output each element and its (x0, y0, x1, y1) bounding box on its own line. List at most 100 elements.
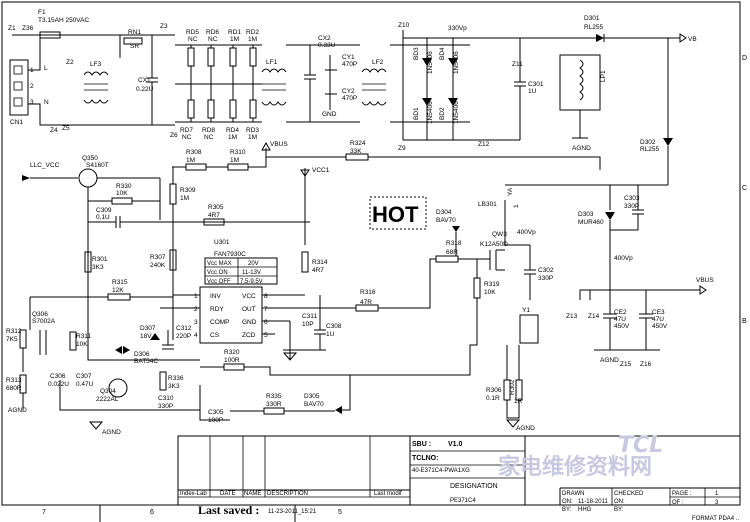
svg-text:D307: D307 (140, 325, 156, 332)
svg-text:R315: R315 (112, 279, 128, 286)
resistor-bank-rd: RD5 NC RD6 NC RD1 1M RD2 1M RD7 NC RD8 N… (175, 29, 262, 141)
svg-text:Z3: Z3 (160, 23, 168, 30)
svg-text:4R7: 4R7 (208, 212, 220, 219)
svg-text:10K: 10K (484, 289, 496, 296)
svg-text:R320: R320 (224, 349, 240, 356)
svg-text:0.22U: 0.22U (136, 86, 154, 93)
svg-text:C310: C310 (158, 395, 174, 402)
svg-text:R319: R319 (484, 281, 500, 288)
svg-text:RD1: RD1 (228, 29, 241, 36)
svg-text:RDY: RDY (210, 306, 224, 313)
svg-text:1M: 1M (230, 36, 239, 43)
svg-text:450V: 450V (652, 323, 668, 330)
svg-text:330P: 330P (624, 203, 639, 210)
input-filter-section: 1 2 3 L N CN1 F1 T3.15AH 250VAC Z1 Z36 Z… (8, 9, 178, 139)
svg-text:C302: C302 (538, 267, 554, 274)
svg-text:Vcc MAX: Vcc MAX (207, 261, 232, 267)
svg-text:D304: D304 (436, 209, 452, 216)
svg-text:1M: 1M (228, 134, 237, 141)
svg-text:6: 6 (264, 319, 268, 326)
svg-text:R305: R305 (208, 204, 224, 211)
svg-text:R314: R314 (312, 259, 328, 266)
svg-text:1: 1 (715, 491, 719, 497)
svg-text:BD1: BD1 (413, 107, 420, 120)
svg-text:1M: 1M (248, 36, 257, 43)
controller-u301: U301 FAN7930C Vcc MAX 20V Vcc ON 11-13V … (194, 239, 278, 344)
svg-text:C301: C301 (528, 81, 544, 88)
svg-text:FORMAT PDA4 ..: FORMAT PDA4 .. (692, 516, 739, 522)
svg-text:12K: 12K (112, 287, 124, 294)
svg-text:0.1R: 0.1R (486, 395, 500, 402)
svg-text:1N5406: 1N5406 (453, 51, 460, 74)
svg-text:PAGE :: PAGE : (672, 491, 692, 497)
border-letter-d: D (742, 55, 747, 62)
border-number-5: 5 (338, 509, 342, 516)
svg-text:C312: C312 (176, 325, 192, 332)
svg-text:NC: NC (204, 134, 214, 141)
title-block: SBU : V1.0 TCLNO: 40-E371C4-PWA1XG DESIG… (177, 435, 741, 522)
svg-text:CX1: CX1 (138, 77, 151, 84)
svg-text:R316: R316 (360, 289, 376, 296)
svg-text:HHG: HHG (578, 507, 592, 513)
diode-d302 (663, 138, 673, 146)
svg-text:Z2: Z2 (66, 59, 74, 66)
svg-text:BY:: BY: (614, 507, 624, 513)
svg-text:Z5: Z5 (62, 125, 70, 132)
connector-y1 (519, 314, 539, 344)
svg-text:GND: GND (322, 111, 337, 118)
svg-text:BAV70: BAV70 (436, 217, 456, 224)
svg-text:LP1: LP1 (600, 70, 607, 82)
svg-text:L: L (44, 65, 48, 72)
svg-text:1M: 1M (248, 134, 257, 141)
svg-text:COMP: COMP (210, 319, 230, 326)
svg-text:RL255: RL255 (584, 24, 604, 31)
svg-text:R336: R336 (168, 375, 184, 382)
svg-text:Vcc ON: Vcc ON (207, 270, 228, 276)
svg-text:3: 3 (194, 319, 198, 326)
svg-text:33K: 33K (350, 148, 362, 155)
svg-text:68R: 68R (446, 249, 458, 256)
svg-text:Z1: Z1 (8, 25, 16, 32)
svg-text:BD3: BD3 (413, 47, 420, 60)
svg-text:7.5-9.5V: 7.5-9.5V (240, 279, 263, 285)
svg-text:R311: R311 (76, 333, 91, 340)
svg-text:S4160T: S4160T (86, 162, 109, 169)
svg-text:OUT: OUT (242, 306, 256, 313)
svg-text:VCC1: VCC1 (312, 167, 330, 174)
svg-text:RN1: RN1 (128, 29, 141, 36)
svg-text:10K: 10K (76, 341, 88, 348)
connector-cn1 (9, 59, 29, 116)
svg-text:CE3: CE3 (652, 309, 665, 316)
svg-text:400Vp: 400Vp (614, 255, 633, 262)
svg-text:1M: 1M (180, 195, 189, 202)
cn1-label: CN1 (10, 119, 23, 126)
svg-text:Z12: Z12 (478, 141, 490, 148)
svg-text:1: 1 (194, 293, 198, 300)
svg-text:S7002A: S7002A (32, 318, 56, 325)
watermark-text: 家电维修资料网 (498, 454, 652, 480)
svg-text:ON:: ON: (562, 499, 573, 505)
svg-text:2: 2 (194, 306, 198, 313)
svg-text:1R: 1R (514, 398, 523, 405)
svg-text:Q304: Q304 (100, 388, 116, 395)
fuse-rating: T3.15AH 250VAC (38, 17, 89, 24)
svg-text:D301: D301 (584, 15, 600, 22)
svg-text:Z4: Z4 (50, 127, 58, 134)
svg-text:10P: 10P (302, 321, 314, 328)
svg-text:R306: R306 (486, 387, 502, 394)
border-number-7: 7 (42, 509, 46, 516)
svg-text:R318: R318 (446, 240, 462, 247)
bridge-rectifier: Z10 Z9 330Vp BD3 1N5406 BD4 1N5406 BD1 1… (390, 22, 600, 152)
svg-text:680R: 680R (6, 385, 22, 392)
vcc-spec-table (204, 257, 278, 285)
svg-text:R307: R307 (150, 254, 166, 261)
svg-text:N: N (44, 99, 49, 106)
svg-text:330R: 330R (266, 401, 282, 408)
svg-text:7K5: 7K5 (6, 336, 18, 343)
svg-text:Q306: Q306 (32, 311, 48, 318)
svg-text:R302: R302 (509, 379, 516, 395)
border-letter-c: C (742, 185, 747, 192)
svg-text:1: 1 (513, 204, 520, 208)
svg-text:FAN7930C: FAN7930C (214, 251, 246, 258)
